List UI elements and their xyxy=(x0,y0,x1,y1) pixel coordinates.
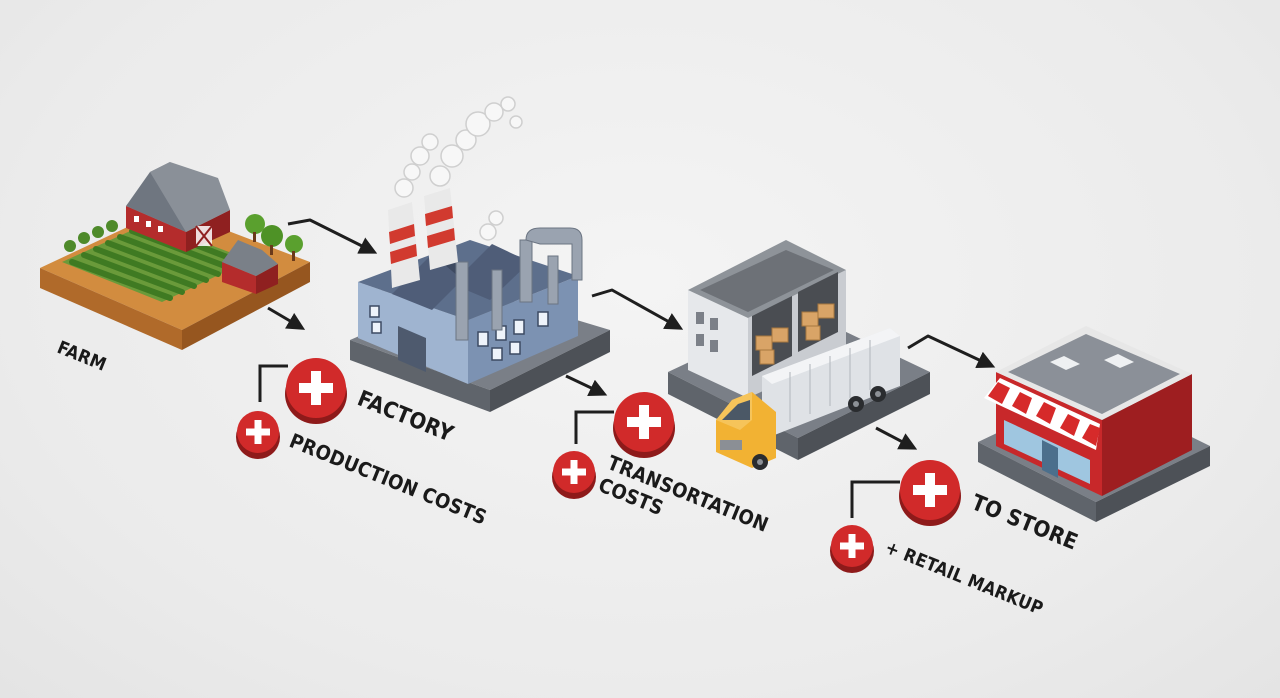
plus-badge-icon xyxy=(613,392,675,458)
arrow-icon xyxy=(287,218,378,254)
farm-label: FARM xyxy=(54,337,109,376)
retail-markup-label: + RETAIL MARKUP xyxy=(882,537,1046,620)
store-icon xyxy=(978,326,1210,522)
connector-lines xyxy=(258,364,900,518)
arrow-icon xyxy=(565,374,608,396)
farm-icon xyxy=(40,162,310,350)
arrow-icon xyxy=(875,426,918,450)
plus-badge-icon xyxy=(830,525,874,573)
arrow-icon xyxy=(591,288,684,330)
arrow-icon xyxy=(907,334,996,369)
plus-badge-icon xyxy=(236,411,280,459)
flow-arrows xyxy=(267,218,996,450)
factory-icon xyxy=(350,96,610,412)
arrow-icon xyxy=(267,306,306,330)
plus-badges xyxy=(236,358,961,573)
truck-icon xyxy=(716,328,900,470)
factory-label: FACTORY xyxy=(354,386,457,447)
plus-badge-icon xyxy=(899,460,961,526)
plus-badge-icon xyxy=(552,451,596,499)
production-costs-label: PRODUCTION COSTS xyxy=(286,428,490,529)
plus-badge-icon xyxy=(285,358,347,424)
